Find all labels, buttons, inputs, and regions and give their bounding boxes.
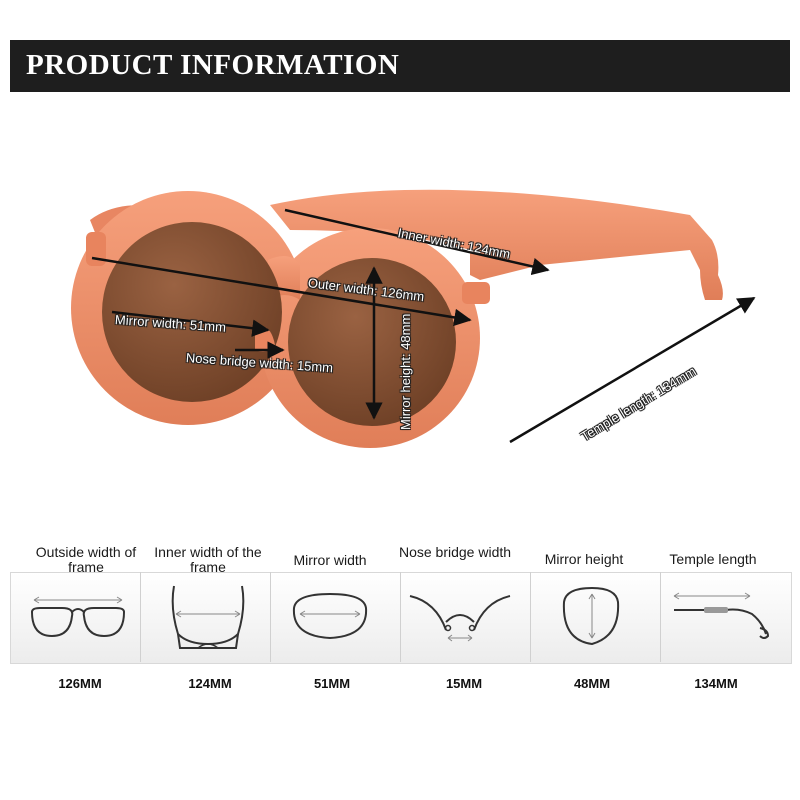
- mirror-width-arrow: [111, 310, 270, 337]
- nose-bridge-icon: [409, 595, 511, 642]
- outer-width-arrow: [91, 256, 472, 327]
- header-banner: PRODUCT INFORMATION: [10, 40, 790, 92]
- divider: [530, 572, 531, 662]
- spec-value-mirror-width: 51MM: [313, 676, 351, 691]
- temple-length-arrow: [509, 296, 756, 444]
- glasses-top-icon: [171, 585, 245, 649]
- spec-label-outside-width: Outside width of frame: [35, 544, 137, 575]
- divider: [270, 572, 271, 662]
- spec-value-mirror-height: 48MM: [573, 676, 611, 691]
- mirror-height-annotation: Mirror height: 48mm: [398, 313, 413, 430]
- glasses-front-icon: [30, 596, 126, 638]
- page-title: PRODUCT INFORMATION: [26, 49, 400, 81]
- spec-value-inner-width: 124MM: [188, 676, 232, 691]
- spec-value-outside-width: 126MM: [58, 676, 102, 691]
- spec-value-nose-bridge: 15MM: [445, 676, 483, 691]
- right-temple: [270, 189, 723, 300]
- divider: [400, 572, 401, 662]
- inner-width-arrow: [284, 208, 550, 276]
- spec-label-inner-width: Inner width of the frame: [154, 544, 262, 575]
- temple-icon: [673, 592, 770, 639]
- divider: [140, 572, 141, 662]
- spec-label-nose-bridge: Nose bridge width: [398, 544, 512, 560]
- lens-height-icon: [562, 586, 620, 646]
- spec-value-temple-length: 134MM: [694, 676, 738, 691]
- spec-label-mirror-height: Mirror height: [544, 551, 624, 567]
- divider: [660, 572, 661, 662]
- spec-label-mirror-width: Mirror width: [293, 552, 367, 568]
- spec-label-temple-length: Temple length: [669, 551, 757, 567]
- lens-width-icon: [292, 592, 368, 640]
